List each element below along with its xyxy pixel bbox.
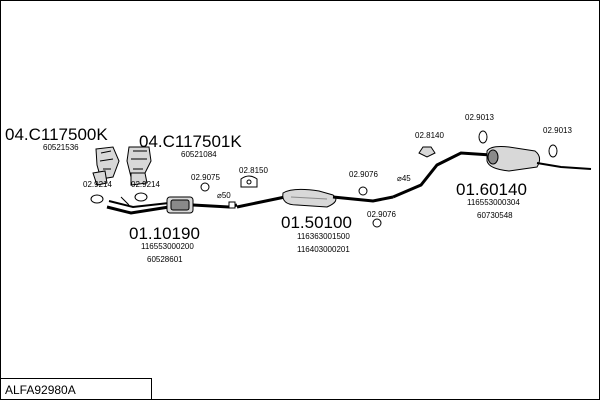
clamp-9075[interactable] [200,182,210,192]
middle-silencer-shape[interactable] [236,188,394,209]
fitting-label-9076a[interactable]: 02.9076 [349,170,378,179]
fitting-label-9013b[interactable]: 02.9013 [543,126,572,135]
fitting-label-9214b[interactable]: 02.9214 [131,180,160,189]
front-pipe-shape[interactable] [106,196,238,215]
diameter-label-50: ⌀50 [217,191,231,200]
fitting-label-9076b[interactable]: 02.9076 [367,210,396,219]
rubber-9013b[interactable] [548,144,558,158]
fitting-label-9075[interactable]: 02.9075 [191,173,220,182]
ref-rear-silencer-1: 116553000304 [467,198,520,207]
manifold-right-shape[interactable] [126,146,152,186]
part-number-manifold-right[interactable]: 04.C117501K [139,132,242,151]
gasket-9214a[interactable] [90,194,104,204]
ref-manifold-right: 60521084 [181,150,217,159]
manifold-left-shape[interactable] [92,146,120,186]
part-number-manifold-left[interactable]: 04.C117500K [5,125,108,144]
fitting-label-8140[interactable]: 02.8140 [415,131,444,140]
fitting-label-8150[interactable]: 02.8150 [239,166,268,175]
rear-pipe-shape[interactable] [392,151,492,199]
ref-front-pipe-1: 116553000200 [141,242,194,251]
rubber-9013a[interactable] [478,130,488,144]
part-number-front-pipe[interactable]: 01.10190 [129,224,200,243]
fitting-label-9013a[interactable]: 02.9013 [465,113,494,122]
clamp-9076b[interactable] [372,218,382,228]
part-number-middle-silencer[interactable]: 01.50100 [281,213,352,232]
ref-middle-silencer-1: 116363001500 [297,232,350,241]
diagram-code-box: ALFA92980A [1,378,152,399]
rear-silencer-shape[interactable] [486,146,592,172]
diagram-code: ALFA92980A [5,383,76,397]
diameter-label-45: ⌀45 [397,174,411,183]
ref-manifold-left: 60521536 [43,143,79,152]
hanger-8140[interactable] [418,146,436,158]
hanger-8150[interactable] [240,175,258,188]
fitting-label-9214a[interactable]: 02.9214 [83,180,112,189]
ref-front-pipe-2: 60528601 [147,255,183,264]
gasket-9214b[interactable] [134,192,148,202]
ref-rear-silencer-2: 60730548 [477,211,513,220]
clamp-9076a[interactable] [358,186,368,196]
part-number-rear-silencer[interactable]: 01.60140 [456,180,527,199]
ref-middle-silencer-2: 116403000201 [297,245,350,254]
